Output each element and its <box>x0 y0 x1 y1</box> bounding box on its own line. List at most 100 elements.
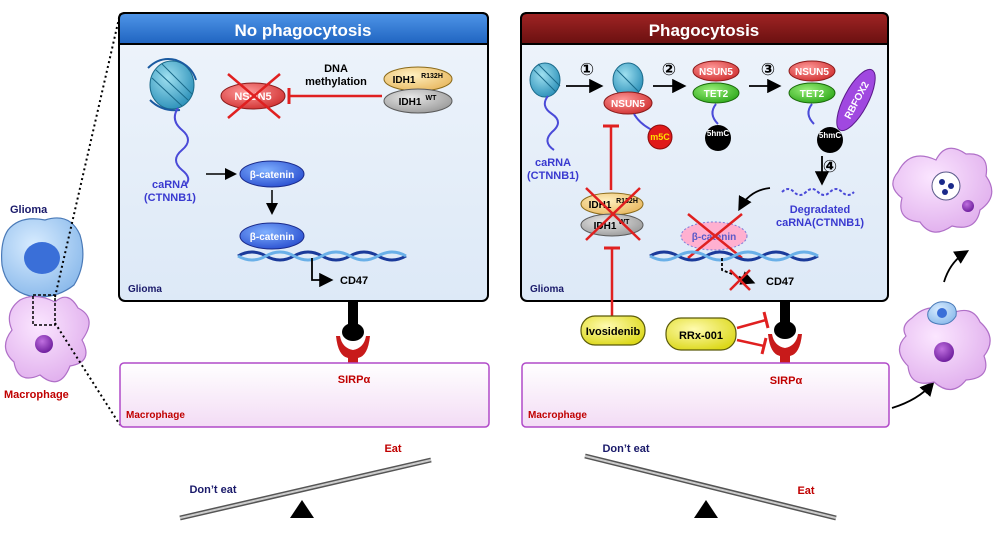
carna-label-right: caRNA <box>535 157 571 169</box>
cd47-head-left <box>342 323 364 341</box>
macrophage-cell-label: Macrophage <box>4 389 69 401</box>
balance-left: Eat Don’t eat <box>179 443 432 521</box>
idh1-wt-sup-right: WT <box>619 219 631 226</box>
balance-left-beam-highlight <box>179 459 432 519</box>
right-cells <box>891 147 993 409</box>
dna-helix-right <box>649 250 819 262</box>
degraded-gene-label: caRNA(CTNNB1) <box>776 217 864 229</box>
left-panel-title: No phagocytosis <box>235 21 372 40</box>
rrx001-cd47-bar <box>762 311 770 329</box>
cd47-stalk-left <box>348 301 358 327</box>
cross-line-2 <box>227 73 281 119</box>
cd47-head-right <box>774 321 796 339</box>
balance-left-eat-label: Eat <box>384 443 401 455</box>
debris-1 <box>939 179 945 185</box>
macrophage-label-right: Macrophage <box>528 410 587 421</box>
phagosome <box>931 171 961 201</box>
nsun5-c-label: NSUN5 <box>795 67 829 78</box>
rrx001-pill <box>665 317 737 351</box>
idh1-wt-label-right: IDH1 <box>594 221 617 232</box>
tet2-b-label: TET2 <box>800 89 825 100</box>
tet2-a-oval <box>692 82 740 104</box>
right-panel-header <box>520 12 889 45</box>
glioma-label-left: Glioma <box>128 284 162 295</box>
zoom-line-bottom <box>54 322 121 426</box>
degradation-arrow <box>738 187 771 212</box>
dna-helix-left <box>237 250 407 262</box>
cd47-blocked-arrow <box>721 258 756 285</box>
beta-catenin-2-oval <box>239 222 305 250</box>
balance-right-eat-label: Eat <box>797 485 814 497</box>
step-4-marker: ④ <box>823 157 837 176</box>
step-2-marker: ② <box>662 60 676 79</box>
right-panel-title: Phagocytosis <box>649 21 760 40</box>
nsun5-a-oval <box>603 91 653 115</box>
beta-catenin-2-label: β-catenin <box>250 232 294 243</box>
idh1-cross-2 <box>585 187 641 241</box>
hmc-a-label: 5hmC <box>707 129 729 138</box>
sirpa-receptor-right <box>768 334 802 364</box>
engulfing-macrophage-nucleus <box>934 342 954 362</box>
idh1-mutant-label-right: IDH1 <box>589 200 612 211</box>
balance-right-beam-highlight <box>584 455 837 519</box>
idh1-wt-oval <box>383 88 453 114</box>
macrophage-label-left: Macrophage <box>126 410 185 421</box>
zoom-line-top <box>54 13 121 298</box>
cd47-stalk-right <box>780 301 790 325</box>
step-1-marker: ① <box>580 60 594 79</box>
dna-label: DNA <box>324 63 348 75</box>
ivosidenib-label: Ivosidenib <box>586 326 641 338</box>
m5c-label: m5C <box>650 132 670 142</box>
nucleosome-icon <box>147 58 197 112</box>
right-macrophage-box <box>521 362 890 428</box>
glioma-nucleus <box>24 242 60 274</box>
sirpa-label-left: SIRPα <box>338 374 371 386</box>
macrophage-nucleus <box>35 335 53 353</box>
nucleosome-1-icon <box>529 62 561 98</box>
rrx001-sirpa-bar <box>760 337 768 355</box>
idh1-wt-sup: WT <box>426 95 438 102</box>
sirpa-receptor-left <box>336 336 370 364</box>
hmc-b-dot <box>817 127 843 153</box>
glioma-label-right: Glioma <box>530 284 564 295</box>
idh1-mutant-sup: R132H <box>421 73 443 80</box>
cd47-label-left: CD47 <box>340 275 368 287</box>
hmc-a-strand <box>711 103 719 125</box>
idh1-wt-label: IDH1 <box>399 97 422 108</box>
beta-catenin-1-oval <box>239 160 305 188</box>
left-macrophage-box <box>119 362 490 428</box>
engulfed-glioma-nucleus <box>937 308 947 318</box>
glioma-cell-label: Glioma <box>10 204 48 216</box>
rrx001-sirpa-inhibit <box>736 338 765 348</box>
step-3-marker: ③ <box>761 60 775 79</box>
cd47-expression-arrow <box>311 258 334 288</box>
hmc-b-strand <box>807 103 815 125</box>
digesting-macrophage-nucleus <box>962 200 974 212</box>
balance-left-donteat-label: Don’t eat <box>189 484 236 496</box>
left-cells: Glioma Macrophage <box>1 13 121 426</box>
carna-strand <box>173 107 190 185</box>
nsun5-c-oval <box>788 60 836 82</box>
carna-label: caRNA <box>152 179 188 191</box>
balance-left-fulcrum <box>290 500 314 518</box>
rrx001-cd47-inhibit <box>736 318 767 330</box>
engulf-arrow <box>891 381 935 409</box>
tet2-a-label: TET2 <box>704 89 729 100</box>
m5c-strand <box>633 113 653 131</box>
tet2-b-oval <box>788 82 836 104</box>
sirpa-label-right: SIRPα <box>770 375 803 387</box>
digestion-arrow <box>943 250 970 283</box>
nsun5-b-label: NSUN5 <box>699 67 733 78</box>
left-panel-header <box>118 12 489 45</box>
beta-catenin-1-label: β-catenin <box>250 170 294 181</box>
idh1-mutant-label: IDH1 <box>393 75 416 86</box>
degraded-carna-strand <box>781 188 855 196</box>
hmc-b-label: 5hmC <box>819 131 841 140</box>
balance-right-donteat-label: Don’t eat <box>602 443 649 455</box>
carna-gene-label-right: (CTNNB1) <box>527 170 579 182</box>
rrx001-label: RRx-001 <box>679 330 723 342</box>
m5c-dot <box>647 124 673 150</box>
debris-2 <box>948 183 954 189</box>
zoom-box <box>32 294 56 326</box>
